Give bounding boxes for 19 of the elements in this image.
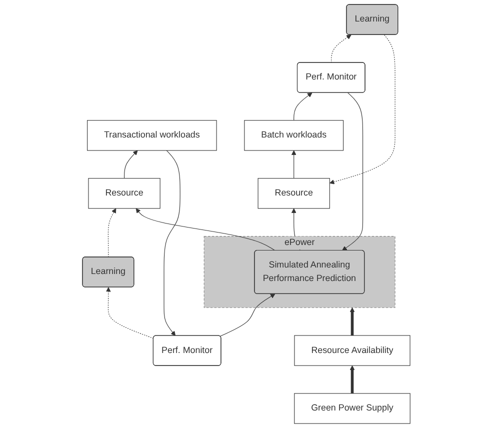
arrow (220, 294, 275, 337)
arrow (329, 34, 396, 184)
arrow (330, 34, 352, 63)
node-box: Resource (88, 178, 160, 209)
node-box: Resource Availability (294, 335, 410, 366)
arrow (124, 150, 138, 179)
arrow (136, 208, 275, 251)
arrow (106, 287, 154, 339)
arrow (342, 92, 363, 251)
arrow (163, 150, 180, 336)
arrow (293, 92, 312, 121)
node-box: Batch workloads (244, 120, 344, 151)
node-box: Green Power Supply (294, 393, 410, 424)
node-box: Transactional workloads (86, 120, 217, 151)
node-box: Resource (257, 178, 330, 209)
arrow (350, 307, 354, 336)
arrow (350, 365, 354, 394)
arrow (291, 150, 296, 179)
arrow (108, 208, 116, 258)
